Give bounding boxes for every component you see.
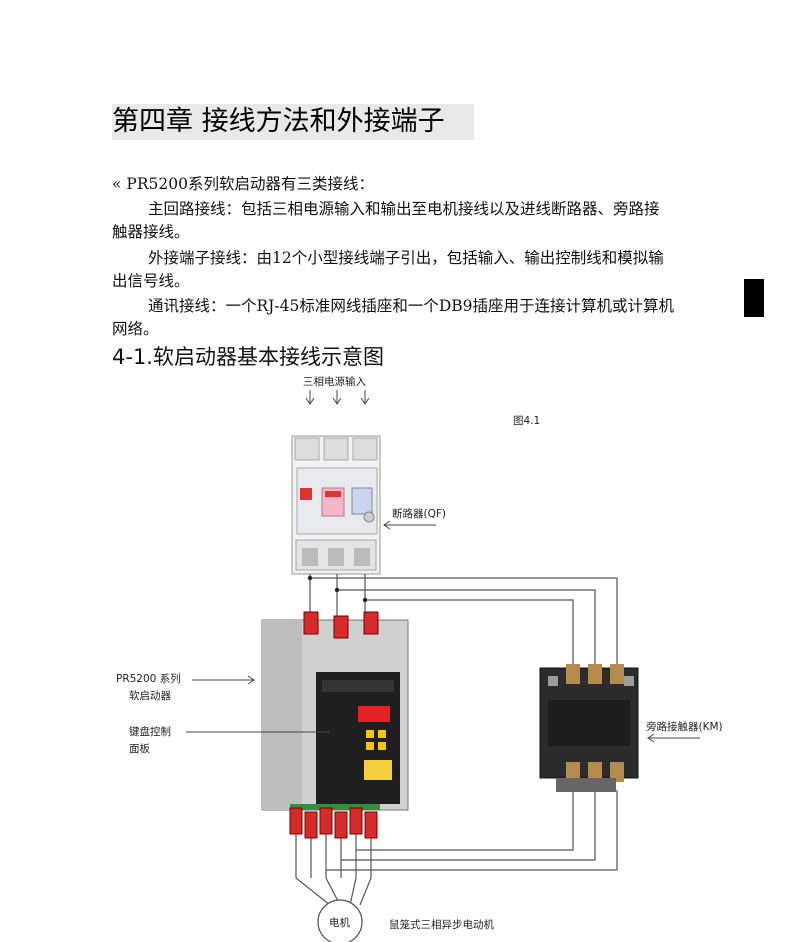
keypad-label-line1: 键盘控制 (129, 726, 171, 738)
paragraph-main-circuit-line1: 主回路接线：包括三相电源输入和输出至电机接线以及进线断路器、旁路接 (148, 200, 660, 218)
paragraph-comm-line1: 通讯接线：一个RJ-45标准网线插座和一个DB9插座用于连接计算机或计算机 (148, 297, 675, 315)
paragraph-terminal-line2: 出信号线。 (112, 272, 190, 290)
motor-type-label: 鼠笼式三相异步电动机 (389, 919, 494, 931)
chapter-side-tab (744, 279, 764, 317)
section-title: 4-1.软启动器基本接线示意图 (112, 345, 384, 369)
intro-text: « PR5200系列软启动器有三类接线： (112, 175, 374, 193)
keypad-label-line2: 面板 (129, 743, 150, 755)
soft-starter-image (261, 611, 409, 839)
chapter-title: 第四章 接线方法和外接端子 (112, 104, 474, 140)
main-wires (295, 574, 618, 906)
circuit-breaker-image (291, 435, 381, 575)
paragraph-comm-line2: 网络。 (112, 320, 159, 338)
figure-number: 图4.1 (513, 415, 541, 427)
softstarter-label-line2: 软启动器 (129, 690, 171, 702)
breaker-label: 断路器(QF) (392, 508, 446, 520)
motor-label: 电机 (329, 917, 350, 929)
bypass-contactor-image (539, 664, 639, 792)
bypass-contactor-label: 旁路接触器(KM) (646, 721, 723, 733)
power-input-arrows (305, 390, 370, 405)
paragraph-terminal-line1: 外接端子接线：由12个小型接线端子引出，包括输入、输出控制线和模拟输 (148, 249, 664, 267)
power-input-label: 三相电源输入 (303, 376, 366, 388)
paragraph-main-circuit-line2: 触器接线。 (112, 223, 190, 241)
softstarter-label-line1: PR5200 系列 (116, 673, 181, 685)
motor-symbol (317, 899, 363, 942)
